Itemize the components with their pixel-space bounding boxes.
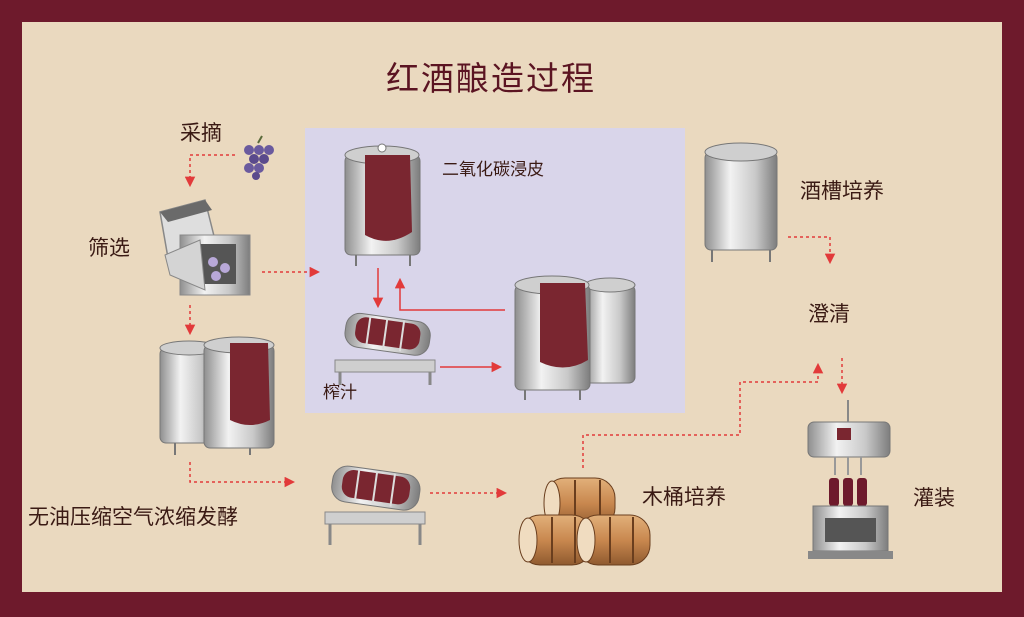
label-pressing: 榨汁 — [323, 383, 357, 403]
lower-press-icon — [324, 465, 426, 545]
press-icon — [334, 312, 436, 385]
arrow-picking-to-sorting — [184, 154, 235, 188]
label-fermentation: 无油压缩空气浓缩发酵 — [28, 505, 238, 529]
maceration-tank-icon — [344, 143, 421, 266]
barrel-stack-icon — [518, 477, 651, 566]
twin-tank-icon — [514, 275, 636, 400]
grape-icon — [244, 135, 274, 180]
label-picking: 采摘 — [180, 121, 222, 145]
label-maceration: 二氧化碳浸皮 — [442, 160, 544, 180]
fermentation-tank-icon — [159, 336, 275, 455]
diagram-title: 红酒酿造过程 — [386, 59, 596, 98]
label-tank-aging: 酒槽培养 — [800, 179, 884, 203]
aging-tank-icon — [704, 142, 778, 262]
label-barrel-aging: 木桶培养 — [642, 485, 726, 509]
arrow-fermentation-to-press — [189, 462, 296, 488]
arrow-twin-to-maceration — [394, 277, 505, 311]
bottling-machine-icon — [807, 400, 893, 559]
arrow-barrels-to-clarify — [582, 362, 824, 468]
label-bottling: 灌装 — [913, 486, 955, 510]
arrow-aging-to-clarify — [788, 236, 836, 265]
label-clarification: 澄清 — [808, 302, 850, 326]
sorting-machine-icon — [159, 199, 251, 296]
label-sorting: 筛选 — [88, 236, 130, 260]
flow-arrows — [184, 154, 848, 499]
